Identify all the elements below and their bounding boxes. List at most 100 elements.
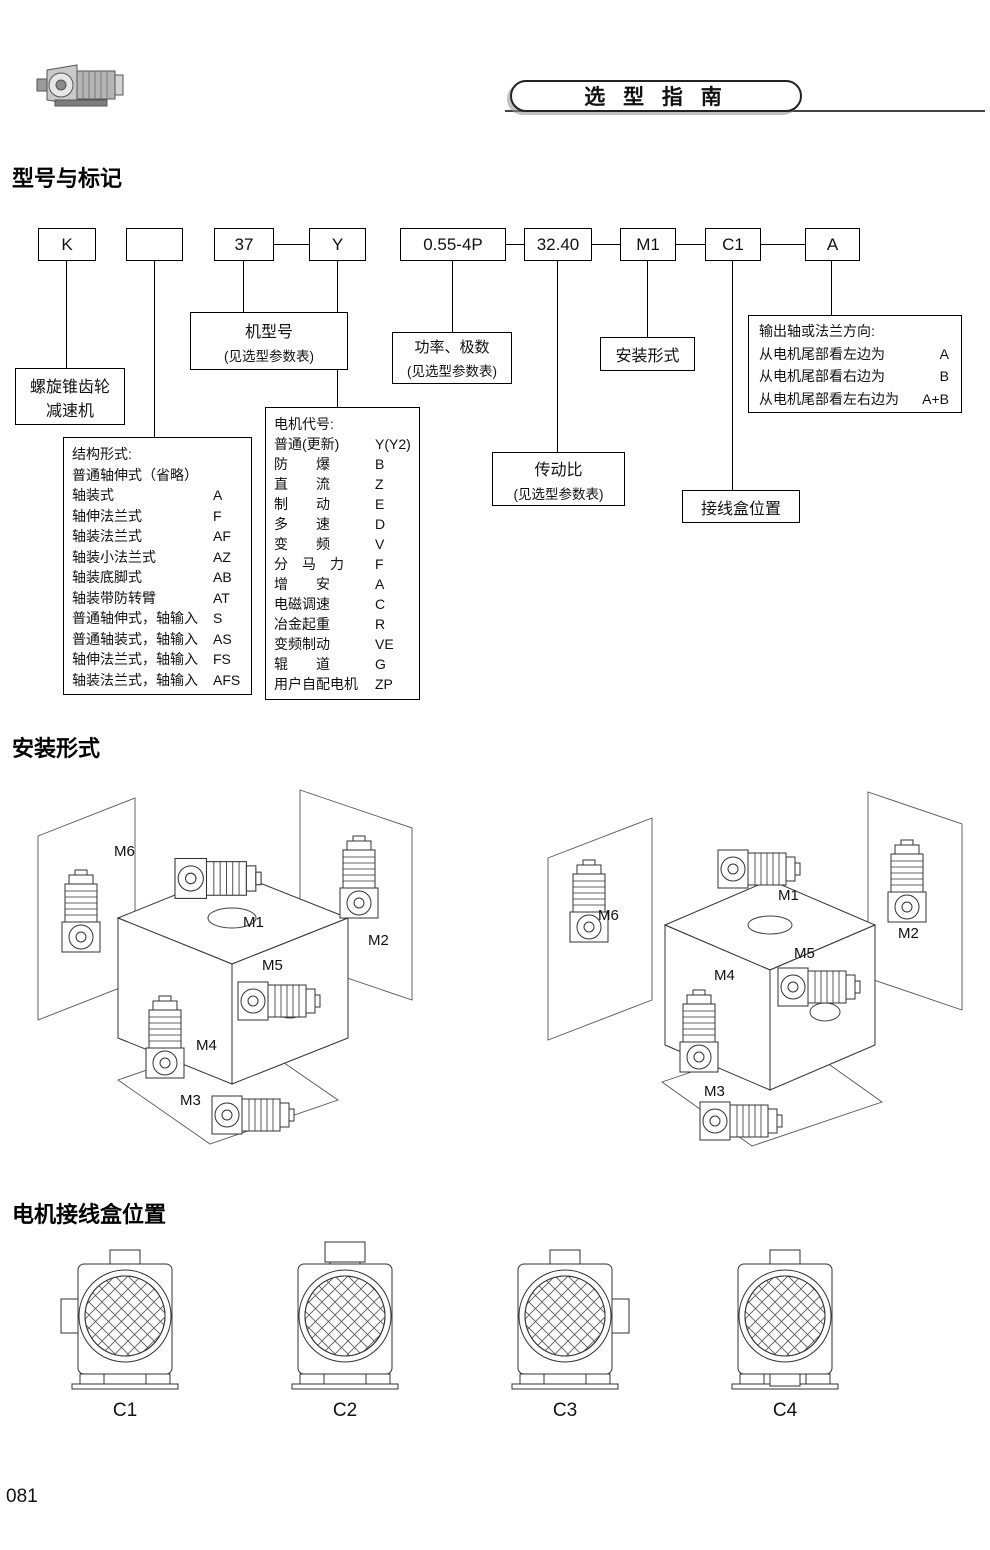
power-note-line2: (见选型参数表): [407, 364, 497, 379]
reducer-note-line1: 螺旋锥齿轮: [29, 378, 110, 396]
terminal-box-shape: [324, 1241, 366, 1263]
terminal-label-c4: C4: [772, 1400, 798, 1421]
motor-code-label: 防 爆: [274, 456, 330, 472]
motor-code-value: B: [375, 456, 385, 472]
motor-code-value: C: [375, 596, 386, 612]
motor-code-row: 用户自配电机 ZP: [274, 674, 411, 694]
structure-row-code: A: [213, 487, 223, 503]
structure-row-label: 普通轴伸式，轴输入: [72, 610, 198, 626]
direction-row-label: 从电机尾部看左右边为: [759, 390, 899, 407]
connector: [732, 261, 733, 490]
motor-code-label: 直 流: [274, 476, 330, 492]
motor-code-label: 变频制动: [274, 636, 330, 652]
terminal-note-box: 接线盒位置: [682, 490, 800, 523]
terminal-note-text: 接线盒位置: [700, 500, 781, 518]
structure-row-code: AB: [213, 569, 232, 585]
gearmotor-unit-m2: [887, 839, 927, 923]
connector: [506, 244, 524, 245]
motor-code-label: 制 动: [274, 496, 330, 512]
direction-row-label: 从电机尾部看右边为: [759, 368, 885, 384]
motor-code-label: 普通(更新): [274, 436, 340, 452]
mount-label-m2: M2: [898, 925, 919, 942]
structure-row-label: 轴装法兰式: [72, 528, 142, 544]
motor-code-title: 电机代号:: [274, 416, 334, 432]
structure-row-label: 轴伸法兰式: [72, 507, 142, 524]
terminal-label-c3: C3: [552, 1400, 578, 1421]
mount-label-m1: M1: [243, 914, 264, 931]
motor-code-label: 增 安: [274, 576, 330, 592]
code-box-structure: [126, 228, 183, 261]
gearmotor-unit-m3: [699, 1101, 783, 1141]
motor-code-value: Y(Y2): [375, 436, 411, 452]
direction-row: 从电机尾部看左边为 A: [759, 343, 951, 366]
gearmotor-unit-m6: [61, 869, 101, 953]
reducer-note-line2: 减速机: [45, 402, 94, 420]
connector: [592, 244, 620, 245]
terminal-box-shape: [611, 1298, 630, 1334]
structure-row-label: 轴装带防转臂: [72, 589, 156, 606]
code-box-model: 37: [214, 228, 274, 261]
structure-row-code: F: [213, 507, 222, 524]
code-box-motor: Y: [309, 228, 366, 261]
structure-row-code: AF: [213, 528, 231, 544]
mount-label-m2: M2: [368, 932, 389, 949]
code-box-terminal: C1: [705, 228, 761, 261]
mount-label-m6: M6: [598, 907, 619, 924]
motor-code-label: 用户自配电机: [274, 676, 358, 692]
terminal-drawing-c3: [511, 1249, 630, 1390]
terminal-position-drawings: [60, 1241, 839, 1390]
motor-front-view: [731, 1249, 839, 1390]
motor-code-value: A: [375, 576, 385, 592]
section-heading-mounting: 安装形式: [12, 736, 101, 761]
motor-code-value: R: [375, 616, 386, 632]
direction-row: 从电机尾部看左右边为 A+B: [759, 388, 951, 411]
mount-label-m6: M6: [114, 843, 135, 860]
motor-code-value: V: [375, 536, 385, 552]
page-number: 081: [6, 1486, 38, 1507]
terminal-drawing-c2: [291, 1241, 399, 1390]
section-heading-model-marking: 型号与标记: [12, 166, 123, 191]
connector: [243, 261, 244, 312]
direction-row-label: 从电机尾部看左边为: [759, 345, 885, 362]
direction-row-code: B: [939, 368, 949, 384]
connector: [274, 244, 309, 245]
motor-front-view: [71, 1249, 179, 1390]
motor-code-value: Z: [375, 476, 384, 492]
motor-code-label: 冶金起重: [274, 616, 330, 632]
motor-code-value: D: [375, 516, 386, 532]
motor-code-value: VE: [375, 636, 394, 652]
connector: [676, 244, 705, 245]
mounting-diagrams: M6 M1 M2 M5 M4 M3 M6 M1 M2 M5: [37, 789, 963, 1147]
shaft-flange: [747, 915, 793, 935]
terminal-box-shape: [769, 1373, 801, 1387]
motor-code-value: F: [375, 556, 384, 572]
terminal-box-shape: [60, 1298, 79, 1334]
motor-code-label: 分 马 力: [274, 556, 344, 572]
structure-row: 普通轴伸式（省略）: [72, 465, 243, 486]
motor-front-view: [511, 1249, 619, 1390]
direction-note-title: 输出轴或法兰方向:: [759, 323, 875, 339]
motor-code-row: 普通(更新) Y(Y2): [274, 434, 411, 454]
structure-row: 轴伸法兰式 F: [72, 506, 243, 527]
mounting-diagram-right: M6 M1 M2 M5 M4 M3: [547, 791, 963, 1147]
power-note-box: 功率、极数 (见选型参数表): [392, 332, 512, 384]
power-note-line1: 功率、极数: [414, 339, 490, 356]
page-header-banner: 选 型 指 南: [510, 80, 802, 112]
mount-label-m5: M5: [262, 957, 283, 974]
ratio-note-line1: 传动比: [534, 461, 583, 479]
shaft-flange: [809, 1002, 841, 1022]
motor-code-label: 多 速: [274, 516, 330, 532]
mounting-note-box: 安装形式: [600, 337, 695, 371]
structure-row-code: FS: [213, 651, 231, 667]
structure-row-label: 轴伸法兰式，轴输入: [72, 651, 198, 667]
mount-label-m4: M4: [714, 967, 735, 984]
motor-code-value: ZP: [375, 676, 393, 692]
mounting-note-text: 安装形式: [615, 348, 680, 365]
reducer-note-box: 螺旋锥齿轮 减速机: [15, 368, 125, 425]
